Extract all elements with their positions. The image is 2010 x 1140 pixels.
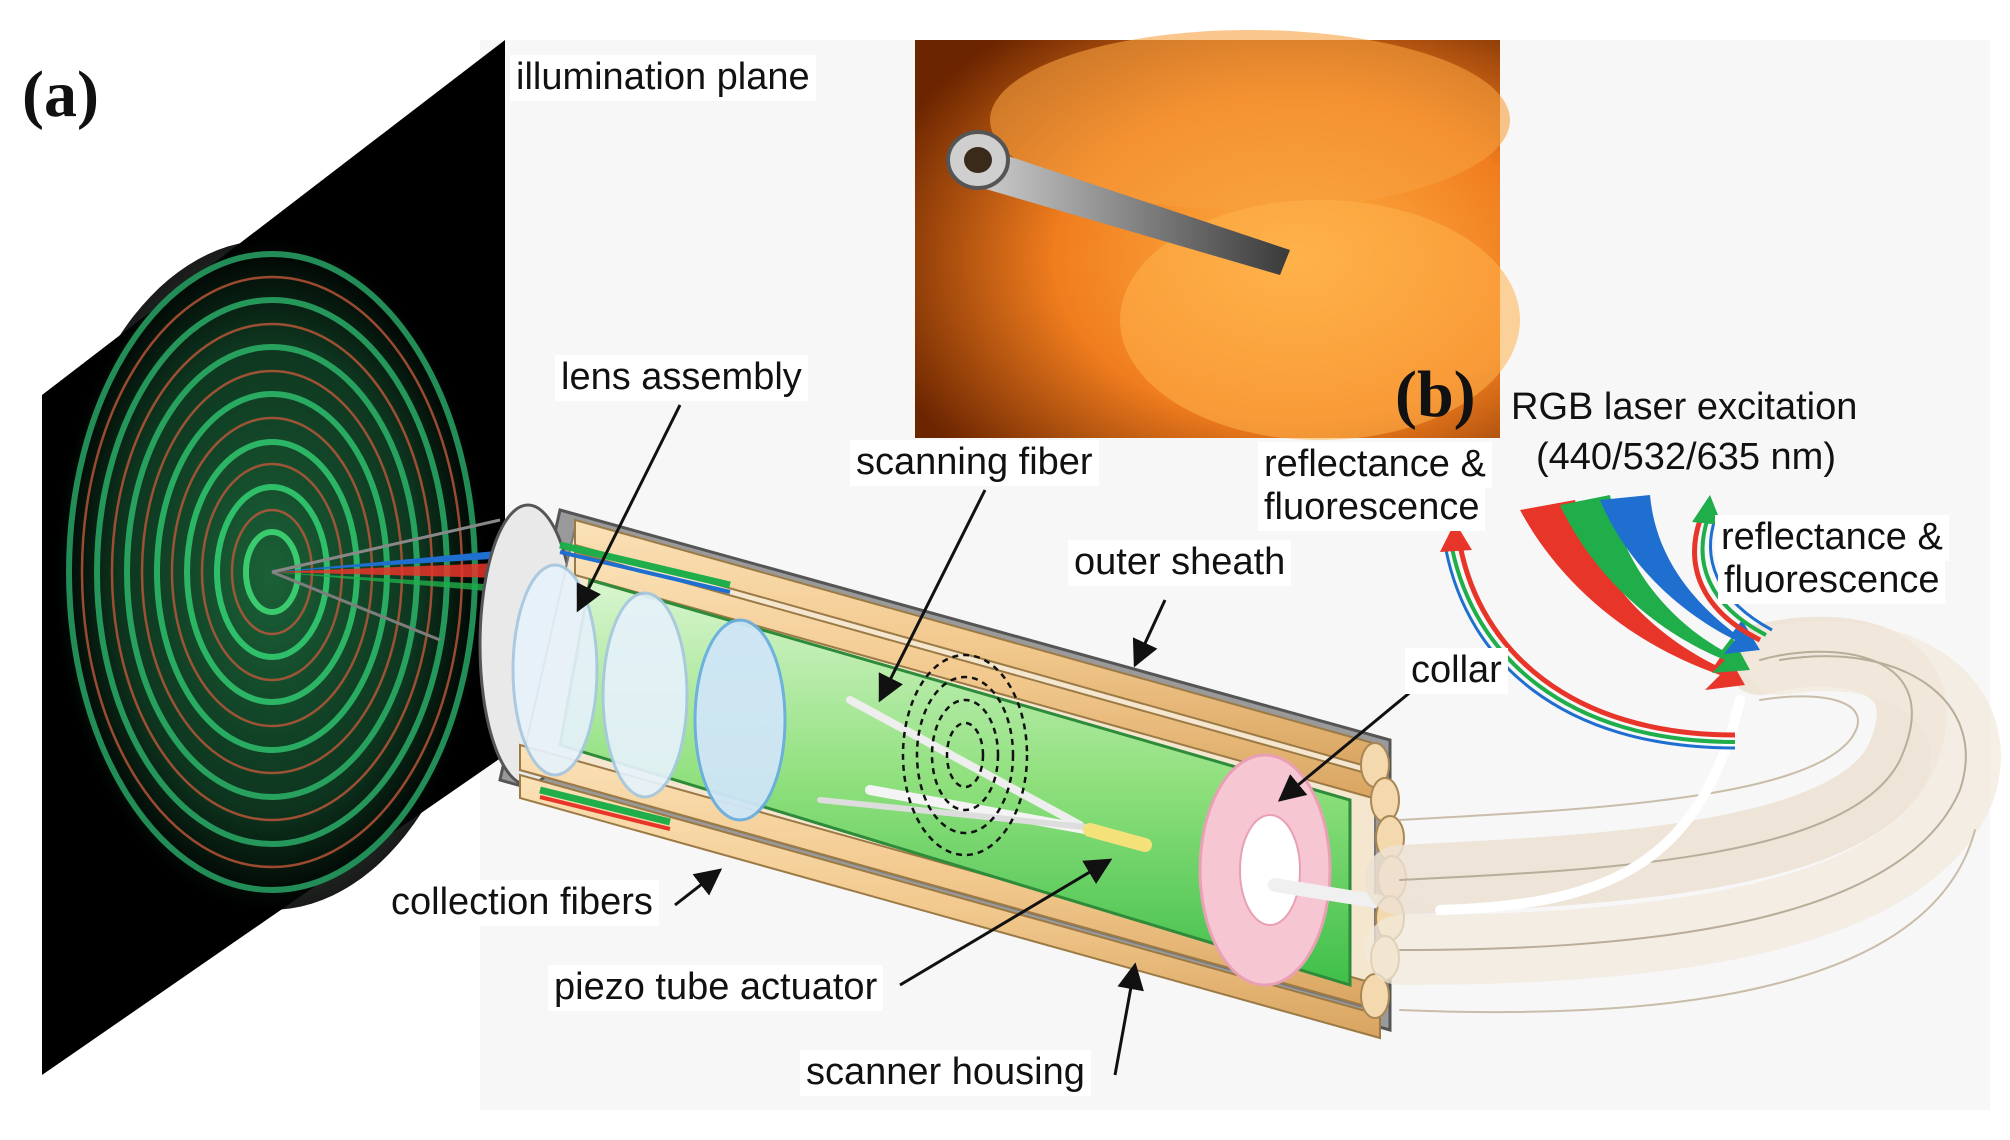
collection-fiber-arrows	[539, 541, 731, 831]
probe-tip-photo	[946, 130, 1290, 275]
label-pointers	[576, 404, 1426, 1076]
label-scanning-fiber: scanning fiber	[850, 440, 1099, 486]
scan-spiral-dashed	[901, 653, 1029, 857]
reflectance-arrows	[1440, 495, 1773, 750]
rgb-laser-arrow	[1520, 495, 1760, 690]
label-rgb-laser-line2: (440/532/635 nm)	[1536, 436, 1836, 478]
label-piezo-tube-actuator: piezo tube actuator	[548, 965, 884, 1011]
panel-label-a: (a)	[22, 58, 99, 131]
label-reflectance-right-line2: fluorescence	[1718, 558, 1946, 604]
label-collection-fibers: collection fibers	[385, 880, 659, 926]
label-lens-assembly: lens assembly	[555, 355, 808, 401]
bent-fiber-bundle	[1365, 616, 2001, 1014]
illumination-plane	[42, 40, 505, 1075]
label-reflectance-left-line1: reflectance &	[1258, 442, 1492, 488]
scanning-fiber	[817, 653, 1152, 857]
label-reflectance-right-line1: reflectance &	[1715, 515, 1949, 561]
label-scanner-housing: scanner housing	[800, 1050, 1091, 1096]
label-collar: collar	[1405, 648, 1508, 694]
label-illumination-plane: illumination plane	[510, 55, 816, 101]
lens-assembly	[511, 563, 787, 822]
label-rgb-laser-line1: RGB laser excitation	[1511, 386, 1858, 428]
label-reflectance-left-line2: fluorescence	[1258, 485, 1486, 531]
panel-label-b: (b)	[1395, 358, 1476, 431]
inset-photo	[915, 30, 1520, 440]
label-outer-sheath: outer sheath	[1068, 540, 1292, 586]
